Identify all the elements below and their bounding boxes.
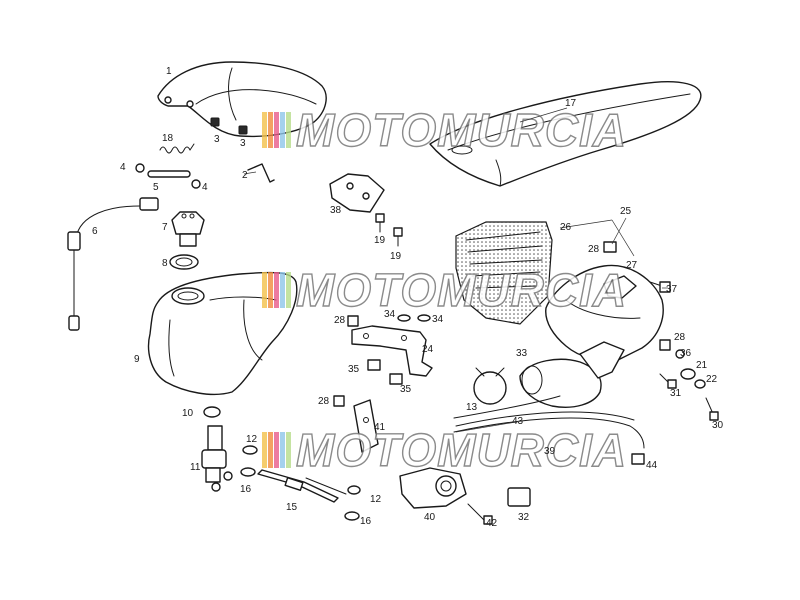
part-label: 36 xyxy=(680,348,692,359)
watermark-stripe xyxy=(274,112,279,148)
seat-part xyxy=(429,81,702,187)
watermark-stripe xyxy=(268,112,273,148)
part-label: 22 xyxy=(706,374,718,385)
part-callouts: 1 3 3 18 4 4 2 5 6 7 8 9 10 11 12 16 15 … xyxy=(92,66,724,529)
watermark-stripe xyxy=(286,432,291,468)
fuel-hose-part xyxy=(240,445,361,521)
hose-clamp-part xyxy=(203,406,221,418)
part-label: 39 xyxy=(544,446,556,457)
cap-gasket-part xyxy=(169,254,199,270)
part-label: 16 xyxy=(240,484,252,495)
watermark-text: MOTOMURCIA xyxy=(296,424,627,476)
part-label: 35 xyxy=(400,384,412,395)
part-label: 30 xyxy=(712,420,724,431)
watermark-stripe xyxy=(268,432,273,468)
fuel-cap-part xyxy=(171,211,205,247)
part-label: 44 xyxy=(646,460,658,471)
part-label: 11 xyxy=(190,462,201,473)
watermark-stripe xyxy=(280,112,285,148)
watermark-stripe xyxy=(280,432,285,468)
part-label: 18 xyxy=(162,133,174,144)
part-label: 32 xyxy=(518,512,530,523)
watermark-stripe xyxy=(262,432,267,468)
part-label: 12 xyxy=(246,434,258,445)
air-filter-box-part xyxy=(545,241,664,362)
part-label: 3 xyxy=(240,138,246,149)
part-label: 21 xyxy=(696,360,708,371)
part-label: 40 xyxy=(424,512,436,523)
leader-lines xyxy=(243,107,668,433)
air-filter-element-part xyxy=(455,221,553,325)
bolt-part xyxy=(375,213,403,247)
part-label: 37 xyxy=(666,284,678,295)
part-label: 31 xyxy=(670,388,682,399)
spring-clip-part xyxy=(473,367,507,405)
part-label: 19 xyxy=(390,251,402,262)
intake-boot-part xyxy=(519,341,625,408)
part-label: 15 xyxy=(286,502,298,513)
part-label: 6 xyxy=(92,226,98,237)
watermark-stripe xyxy=(274,272,279,308)
clip-nut-part xyxy=(333,314,431,407)
part-label: 28 xyxy=(318,396,330,407)
part-label: 41 xyxy=(374,422,386,433)
part-label: 34 xyxy=(432,314,444,325)
part-label: 5 xyxy=(153,182,159,193)
watermark-stripe xyxy=(262,112,267,148)
rubber-grommet-part xyxy=(210,117,248,135)
spring-part xyxy=(159,143,195,154)
watermark-stripe xyxy=(286,272,291,308)
fuel-tap-part xyxy=(201,425,233,492)
fastener-part xyxy=(649,281,719,421)
intake-manifold-part xyxy=(399,467,467,509)
foam-block-part xyxy=(507,487,531,507)
part-label: 28 xyxy=(334,315,346,326)
part-label: 27 xyxy=(626,260,638,271)
part-label: 1 xyxy=(166,66,172,77)
part-label: 34 xyxy=(384,309,396,320)
watermark-text: MOTOMURCIA xyxy=(296,264,627,316)
part-label: 13 xyxy=(466,402,478,413)
part-label: 26 xyxy=(560,222,572,233)
part-label: 8 xyxy=(162,258,168,269)
part-label: 4 xyxy=(120,162,126,173)
watermark-logo: MOTOMURCIA MOTOMURCIA MOTOMURCIA xyxy=(262,103,627,477)
pivot-pin-part xyxy=(135,163,201,189)
part-label: 25 xyxy=(620,206,632,217)
part-label: 9 xyxy=(134,354,140,365)
part-label: 3 xyxy=(214,134,220,145)
part-label: 38 xyxy=(330,205,342,216)
part-label: 16 xyxy=(360,516,372,527)
z-bracket-part xyxy=(247,163,275,183)
watermark-text: MOTOMURCIA xyxy=(296,104,627,156)
watermark-stripe xyxy=(280,272,285,308)
part-label: 43 xyxy=(512,416,524,427)
watermark-stripe xyxy=(268,272,273,308)
part-label: 4 xyxy=(202,182,208,193)
part-label: 7 xyxy=(162,222,168,233)
part-label: 17 xyxy=(565,98,577,109)
part-label: 10 xyxy=(182,408,194,419)
part-label: 12 xyxy=(370,494,382,505)
seat-bracket-part xyxy=(329,173,385,213)
part-label: 2 xyxy=(242,170,248,181)
part-label: 28 xyxy=(674,332,686,343)
watermark-stripe xyxy=(262,272,267,308)
fuel-sensor-cable-part xyxy=(67,197,159,331)
watermark-stripe xyxy=(286,112,291,148)
filter-bracket-part xyxy=(353,399,379,453)
part-label: 24 xyxy=(422,344,434,355)
breather-hose-part xyxy=(453,395,645,465)
part-label: 28 xyxy=(588,244,600,255)
fuel-tank-part xyxy=(147,271,298,396)
mounting-plate-part xyxy=(351,325,433,377)
part-label: 19 xyxy=(374,235,386,246)
part-label: 35 xyxy=(348,364,360,375)
screw-part xyxy=(467,503,493,525)
part-label: 42 xyxy=(486,518,498,529)
watermark-stripe xyxy=(274,432,279,468)
part-label: 33 xyxy=(516,348,528,359)
